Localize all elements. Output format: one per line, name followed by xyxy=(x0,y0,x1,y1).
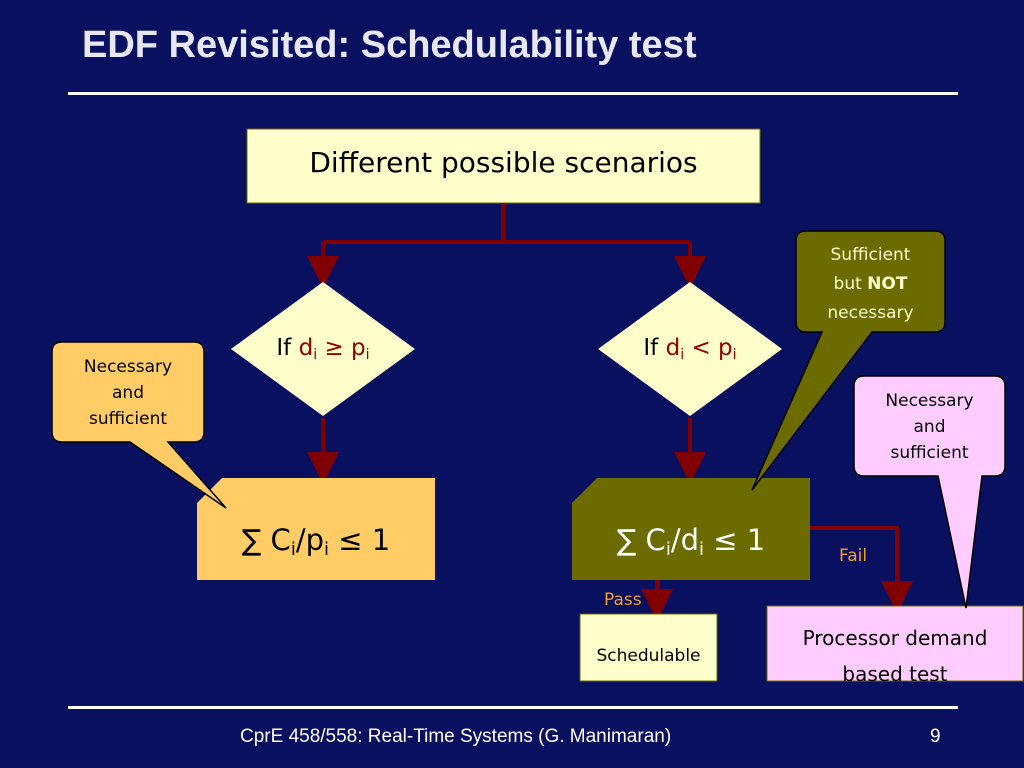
left-callout-line3: sufficient xyxy=(88,409,168,429)
top-right-callout-text: Sufficient but NOT necessary xyxy=(796,241,945,328)
left-condition-label: If di ≥ pi xyxy=(231,335,415,363)
right-callout-line1: Necessary xyxy=(885,391,974,411)
right-test-sub2: i xyxy=(699,539,704,561)
connector-pass-fail xyxy=(641,526,913,621)
left-callout-line2: and xyxy=(112,383,144,403)
processor-demand-line2: based test xyxy=(842,662,948,686)
top-right-callout-but: but xyxy=(833,274,868,294)
left-test-sub2: i xyxy=(324,539,329,561)
root-box xyxy=(246,128,761,204)
right-test-end: ≤ 1 xyxy=(704,523,766,557)
left-cond-d: di ≥ pi xyxy=(298,335,370,363)
left-callout xyxy=(51,341,227,509)
right-callout-line2: and xyxy=(913,417,946,437)
left-test-sub1: i xyxy=(290,539,296,561)
left-cond-op: ≥ p xyxy=(317,335,366,361)
top-right-callout-line2: but NOT xyxy=(796,270,945,299)
right-cond-prefix: If xyxy=(643,335,666,361)
processor-demand-label: Processor demand based test xyxy=(767,620,1023,692)
top-right-callout-line1: Sufficient xyxy=(830,245,911,265)
right-cond-d: di < pi xyxy=(665,335,737,363)
fail-label: Fail xyxy=(839,546,868,566)
left-condition-diamond xyxy=(231,282,415,416)
processor-demand-line1: Processor demand xyxy=(802,626,988,650)
left-cond-d-letter: d xyxy=(298,335,314,361)
connector-conditions xyxy=(307,418,706,484)
connector-root xyxy=(307,203,706,288)
top-right-callout-not: NOT xyxy=(867,274,908,294)
page-number: 9 xyxy=(930,726,941,747)
right-cond-d-letter: d xyxy=(665,335,681,361)
left-cond-prefix: If xyxy=(276,335,299,361)
right-cond-sub2: i xyxy=(732,346,737,363)
right-callout-line3: sufficient xyxy=(890,443,969,463)
footer-rule xyxy=(68,706,958,709)
left-callout-line1: Necessary xyxy=(83,357,173,377)
right-test-label: ∑ Ci/di ≤ 1 xyxy=(572,523,810,560)
title-rule xyxy=(68,92,958,95)
right-callout-text: Necessary and sufficient xyxy=(854,388,1005,466)
right-condition-label: If di < pi xyxy=(598,335,782,363)
slide-title: EDF Revisited: Schedulability test xyxy=(82,24,697,66)
left-test-label: ∑ Ci/pi ≤ 1 xyxy=(197,523,435,560)
schedulable-box xyxy=(579,613,718,682)
pass-label: Pass xyxy=(604,590,642,610)
right-condition-diamond xyxy=(598,282,782,416)
right-callout xyxy=(853,375,1006,609)
left-test-mid: /p xyxy=(295,523,324,557)
left-test-sum: ∑ C xyxy=(241,523,291,557)
right-cond-sub1: i xyxy=(680,346,685,363)
schedulable-label: Schedulable xyxy=(596,646,701,666)
top-right-callout xyxy=(751,230,946,491)
right-test-box xyxy=(572,478,810,580)
right-test-sub1: i xyxy=(665,539,671,561)
right-test-sum: ∑ C xyxy=(616,523,666,557)
left-cond-sub1: i xyxy=(313,346,318,363)
footer-text: CprE 458/558: Real-Time Systems (G. Mani… xyxy=(240,726,672,747)
root-box-label: Different possible scenarios xyxy=(309,146,698,179)
processor-demand-box xyxy=(766,605,1024,682)
right-test-mid: /d xyxy=(670,523,699,557)
top-right-callout-line3: necessary xyxy=(827,303,914,323)
left-cond-sub2: i xyxy=(365,346,370,363)
left-test-end: ≤ 1 xyxy=(329,523,391,557)
right-cond-op: < p xyxy=(684,335,733,361)
left-callout-text: Necessary and sufficient xyxy=(52,354,204,432)
left-test-box xyxy=(197,478,435,580)
